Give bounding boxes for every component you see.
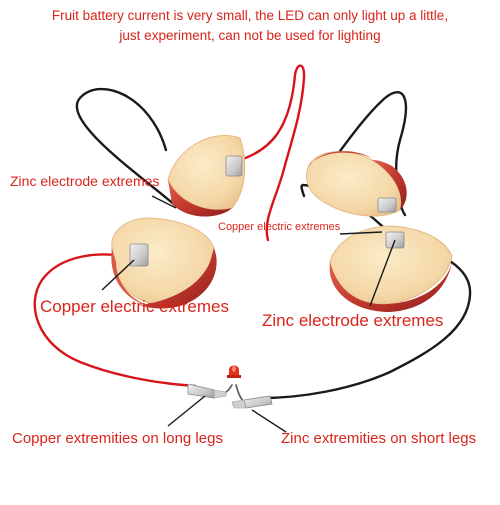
led-icon [227, 365, 241, 378]
red-wire-top [238, 64, 306, 242]
pointer-copper-mid [339, 231, 383, 235]
alligator-clip-left [187, 383, 227, 399]
header-line-1: Fruit battery current is very small, the… [51, 8, 449, 23]
pointer-lines [101, 195, 396, 433]
pointer-zinc-right [369, 239, 396, 307]
copper-plate-top-right [377, 197, 397, 213]
black-wire-top-left [75, 87, 178, 208]
red-wire-bottom-left [33, 253, 197, 388]
label-copper-electric-mid: Copper electric extremes [218, 221, 341, 233]
pointer-copper-left [101, 259, 135, 291]
alligator-clip-right [231, 395, 273, 409]
header-line-2: just experiment, can not be used for lig… [119, 28, 381, 43]
apple-mid-right [329, 225, 453, 312]
apple-top-right [305, 151, 407, 217]
label-zinc-electrode-top: Zinc electrode extremes [10, 173, 160, 189]
copper-plate-mid-left [129, 243, 149, 267]
label-copper-electric-left: Copper electric extremes [40, 297, 229, 316]
pointer-zinc-top [151, 195, 177, 209]
label-zinc-electrode-right: Zinc electrode extremes [262, 311, 444, 330]
label-copper-long-legs: Copper extremities on long legs [12, 430, 223, 447]
led-short-leg-wire [235, 384, 245, 403]
zinc-plate-top-left [225, 155, 243, 177]
pointer-copper-long [167, 395, 206, 427]
apple-mid-left [111, 217, 217, 309]
label-zinc-short-legs: Zinc extremities on short legs [281, 430, 477, 447]
apple-top-left [167, 135, 246, 217]
black-wire-bottom-right [260, 242, 472, 400]
pointer-zinc-short [251, 409, 287, 433]
